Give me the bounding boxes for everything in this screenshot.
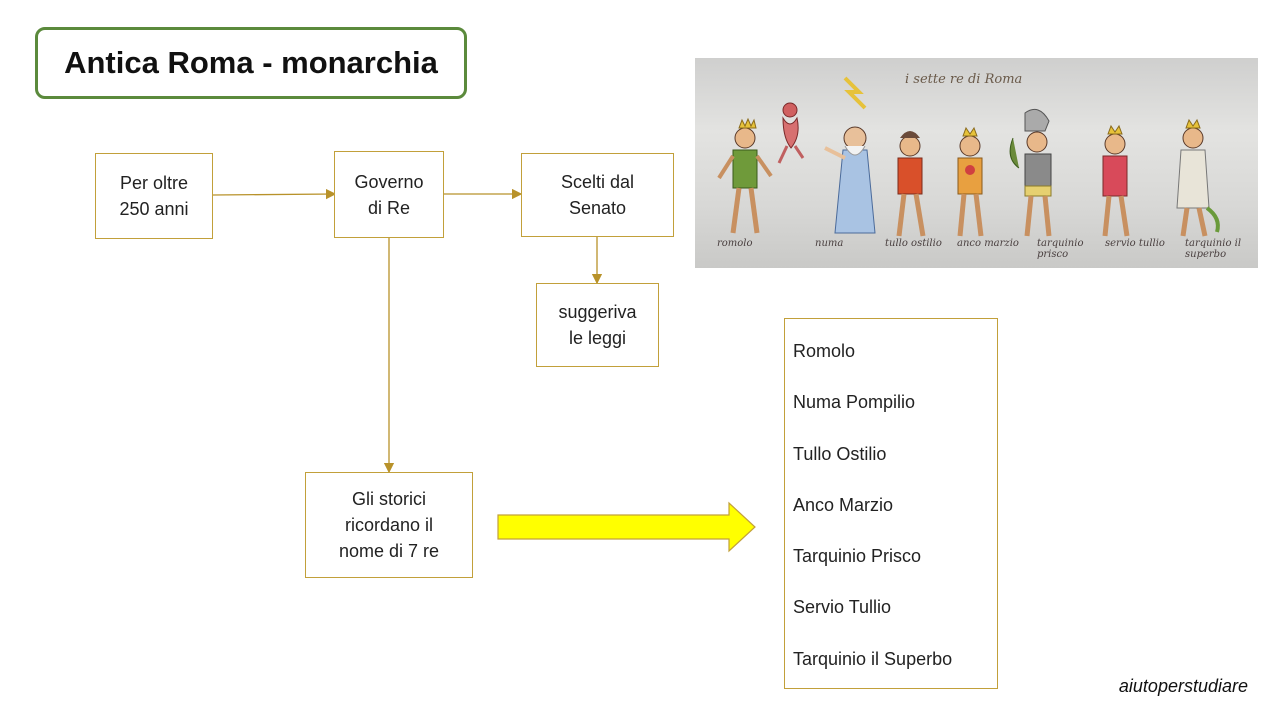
figure-wolf-sprite	[777, 102, 805, 164]
king-item: Anco Marzio	[793, 494, 894, 515]
kings-figures-drawing	[717, 76, 1220, 237]
kings-list: Romolo Numa Pompilio Tullo Ostilio Anco …	[784, 318, 998, 689]
arrow-per-oltre-to-governo	[212, 188, 337, 200]
watermark: aiutoperstudiare	[1118, 676, 1248, 696]
king-item: Tullo Ostilio	[793, 443, 887, 464]
king-item: Tarquinio Prisco	[793, 546, 922, 567]
box-scelti-dal-senato: Scelti dal Senato	[521, 153, 674, 237]
illus-label-servio: servio tullio	[1105, 238, 1165, 249]
figure-tullo-ostilio	[896, 131, 926, 237]
king-item: Romolo	[793, 341, 856, 361]
king-item: Servio Tullio	[793, 597, 892, 618]
illus-label-anco: anco marzio	[957, 238, 1019, 249]
figure-tarquinio-prisco	[1009, 108, 1052, 237]
figure-anco-marzio	[957, 126, 984, 237]
big-yellow-arrow	[497, 501, 756, 553]
seven-kings-illustration: i sette re di Roma	[695, 58, 1258, 268]
page-title: Antica Roma - monarchia	[35, 27, 467, 99]
illus-label-romolo: romolo	[717, 238, 753, 249]
illus-label-numa: numa	[815, 238, 844, 249]
king-item: Tarquinio il Superbo	[793, 648, 953, 669]
box-governo-di-re: Governo di Re	[334, 151, 444, 238]
king-item: Numa Pompilio	[793, 392, 916, 413]
illus-label-tullo: tullo ostilio	[885, 238, 942, 249]
illustration-title: i sette re di Roma	[905, 72, 1023, 87]
figure-romolo	[717, 117, 773, 234]
box-suggeriva-le-leggi: suggeriva le leggi	[536, 283, 659, 367]
illus-label-superbo: tarquinio il superbo	[1185, 238, 1242, 260]
figure-servio-tullio	[1102, 124, 1130, 237]
figure-tarquinio-superbo	[1176, 118, 1220, 237]
box-gli-storici: Gli storici ricordano il nome di 7 re	[305, 472, 473, 578]
illus-label-prisco: tarquinio prisco	[1037, 238, 1084, 260]
figure-numa	[824, 76, 876, 234]
box-per-oltre-250-anni: Per oltre 250 anni	[95, 153, 213, 239]
